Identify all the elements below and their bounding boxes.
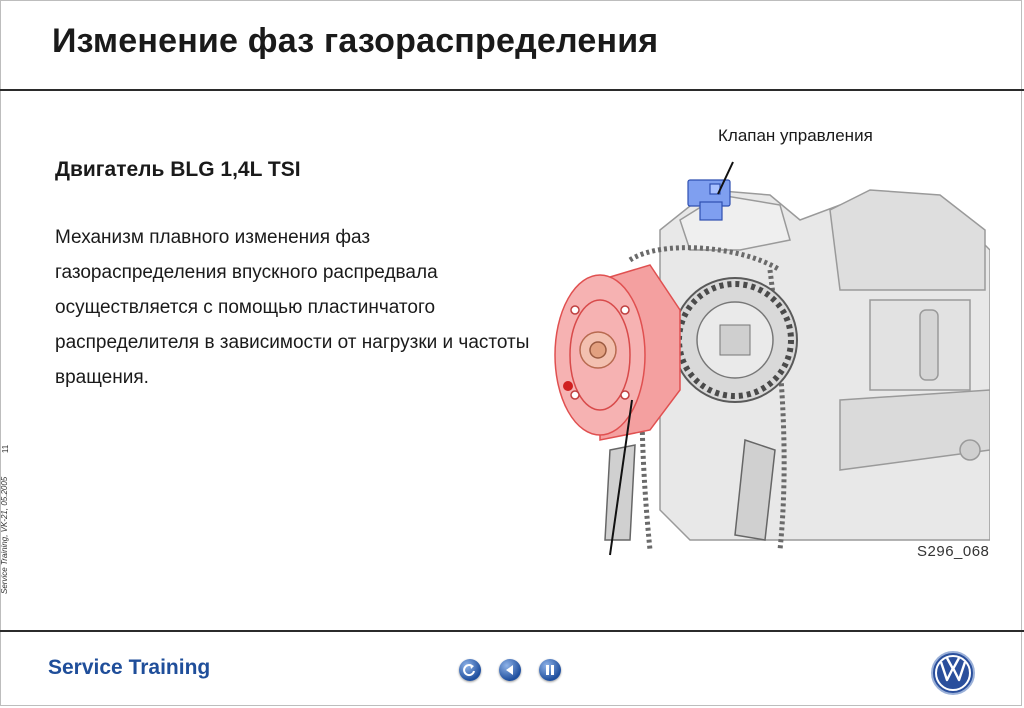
- engine-subtitle: Двигатель BLG 1,4L TSI: [55, 158, 301, 181]
- slide-title: Изменение фаз газораспределения: [52, 22, 659, 60]
- camshaft-phaser: [554, 264, 681, 441]
- vw-logo: [931, 651, 975, 695]
- previous-icon: [506, 665, 513, 675]
- previous-button[interactable]: [499, 659, 521, 681]
- back-button[interactable]: [459, 659, 481, 681]
- service-training-brand: Service Training: [48, 656, 211, 679]
- engine-diagram: [554, 161, 990, 556]
- title-rule: [0, 89, 1024, 91]
- pause-button[interactable]: [539, 659, 561, 681]
- control-valve-label: Клапан управления: [718, 126, 873, 145]
- side-note: Service Training, VK-21, 05.2005: [0, 476, 9, 594]
- description-text: Механизм плавного изменения фаз газорасп…: [55, 227, 530, 388]
- control-valve: [687, 179, 731, 221]
- valve-callout-line: [717, 161, 734, 195]
- chain-guide: [604, 438, 776, 541]
- footer-rule: [0, 630, 1024, 632]
- figure-code: S296_068: [917, 543, 990, 560]
- back-icon: [463, 664, 475, 677]
- camshaft-sprocket: [672, 277, 798, 403]
- phaser-callout-line: [609, 399, 633, 556]
- pause-icon: [546, 665, 554, 675]
- page-number: 11: [1, 444, 10, 454]
